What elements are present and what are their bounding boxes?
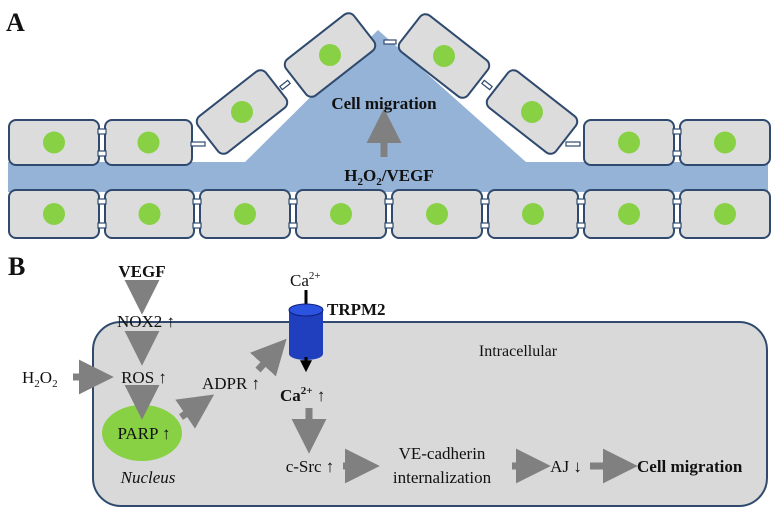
cell-nucleus bbox=[137, 131, 160, 154]
trpm2-label: TRPM2 bbox=[327, 300, 386, 319]
cell bbox=[391, 189, 483, 239]
cell bbox=[485, 69, 579, 155]
cell-nucleus bbox=[43, 203, 65, 225]
cell-nucleus bbox=[426, 203, 448, 225]
arrow-parp-adpr bbox=[175, 394, 215, 429]
ca-outside-label: Ca2+ bbox=[290, 270, 321, 290]
cell-nucleus bbox=[433, 45, 455, 67]
intracellular-label: Intracellular bbox=[479, 343, 558, 360]
cell-nucleus bbox=[319, 44, 341, 66]
arrow-adpr-trpm2 bbox=[250, 338, 287, 377]
cell-nucleus bbox=[138, 203, 161, 225]
cell bbox=[295, 189, 387, 239]
internalization-label: internalization bbox=[393, 468, 492, 487]
panel-a-label: A bbox=[6, 8, 25, 37]
cell bbox=[104, 119, 193, 166]
vegf-label: VEGF bbox=[118, 262, 165, 281]
cell bbox=[679, 189, 771, 239]
trpm2-channel bbox=[288, 290, 324, 373]
epithelial-cells bbox=[8, 12, 771, 239]
nucleus-label: Nucleus bbox=[120, 468, 176, 487]
adpr-label: ADPR ↑ bbox=[202, 374, 260, 393]
cell-nucleus bbox=[330, 203, 352, 225]
cell-nucleus bbox=[618, 203, 640, 225]
cell-nucleus bbox=[521, 101, 543, 123]
cell bbox=[104, 189, 195, 239]
cell-nucleus bbox=[231, 101, 253, 123]
cell bbox=[8, 119, 100, 166]
ve-cadherin-label: VE-cadherin bbox=[399, 444, 486, 463]
cell bbox=[199, 189, 291, 239]
cell-nucleus bbox=[234, 203, 256, 225]
cell bbox=[8, 189, 100, 239]
pathway-arrows bbox=[73, 279, 638, 484]
cell-nucleus bbox=[43, 131, 65, 154]
cell-nucleus bbox=[714, 131, 736, 154]
h2o2-label: H2O2 bbox=[22, 368, 58, 390]
cell bbox=[583, 119, 675, 166]
cell bbox=[397, 13, 491, 99]
cell bbox=[487, 189, 579, 239]
panel-a-migration-label: Cell migration bbox=[331, 94, 437, 113]
nox2-label: NOX2 ↑ bbox=[117, 312, 175, 331]
cell-migration-label: Cell migration bbox=[637, 457, 743, 476]
cell-nucleus bbox=[522, 203, 544, 225]
ca-up-label: Ca2+ ↑ bbox=[280, 385, 325, 405]
cell bbox=[583, 189, 675, 239]
cell-nucleus bbox=[714, 203, 736, 225]
cell bbox=[679, 119, 771, 166]
nucleus bbox=[102, 405, 182, 461]
parp-label: PARP ↑ bbox=[117, 424, 170, 443]
cell-junctions bbox=[97, 39, 682, 229]
cell-nucleus bbox=[618, 131, 640, 154]
cell bbox=[195, 69, 289, 155]
ros-label: ROS ↑ bbox=[121, 368, 167, 387]
csrc-label: c-Src ↑ bbox=[286, 457, 335, 476]
panel-b-label: B bbox=[8, 252, 25, 281]
cell bbox=[283, 12, 377, 98]
panel-a-stimulus-label: H2O2/VEGF bbox=[344, 166, 433, 188]
aj-label: AJ ↓ bbox=[550, 457, 582, 476]
